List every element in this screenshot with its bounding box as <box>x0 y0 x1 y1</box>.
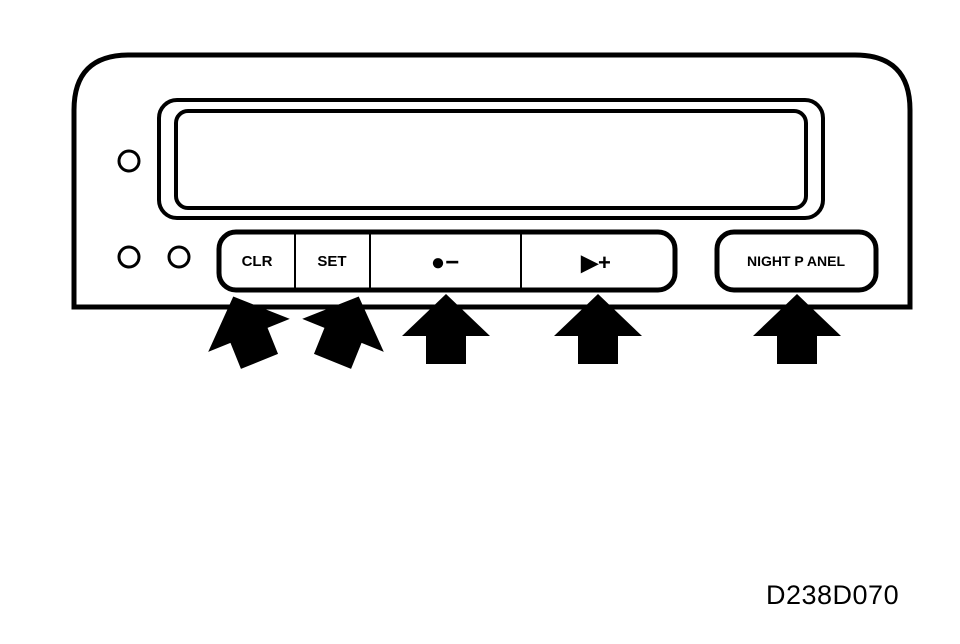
arrow-to-set <box>302 296 384 369</box>
plus-button-symbol: ▶+ <box>580 250 611 275</box>
display-frame <box>157 98 825 220</box>
indicator-lamp-top <box>117 149 141 173</box>
arrow-to-minus <box>402 294 490 364</box>
indicator-lamp-bottom-right <box>167 245 191 269</box>
night-panel-button[interactable] <box>714 229 879 293</box>
display-screen <box>174 109 808 210</box>
set-button-label: SET <box>317 253 346 270</box>
panel-bezel <box>71 52 913 310</box>
night-panel-button-label: NIGHT P ANEL <box>747 253 845 269</box>
clr-button-label: CLR <box>242 253 273 270</box>
figure-code: D238D070 <box>766 580 900 610</box>
arrow-up-icon <box>554 294 642 364</box>
arrow-to-plus <box>554 294 642 364</box>
minus-button-symbol: ●− <box>431 249 460 276</box>
arrow-to-clr <box>208 296 290 369</box>
button-group-frame <box>216 229 678 293</box>
indicator-lamp-bottom-left <box>117 245 141 269</box>
arrow-up-icon <box>302 296 384 369</box>
arrow-up-icon <box>402 294 490 364</box>
arrow-up-icon <box>753 294 841 364</box>
arrow-to-night-panel <box>753 294 841 364</box>
arrow-up-icon <box>208 296 290 369</box>
